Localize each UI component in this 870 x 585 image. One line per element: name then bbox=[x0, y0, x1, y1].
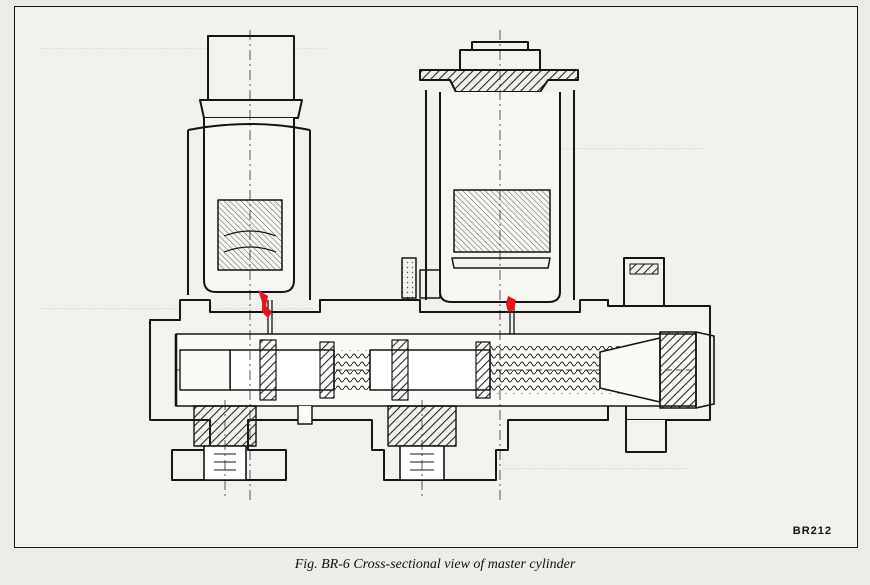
mounting-stud bbox=[297, 406, 313, 425]
piston-stop bbox=[174, 334, 231, 406]
bleed-through-text: ———————————————— bbox=[480, 460, 688, 475]
secondary-return-spring bbox=[490, 337, 661, 403]
figure-caption: Fig. BR-6 Cross-sectional view of master… bbox=[294, 557, 576, 572]
right-reservoir-filter bbox=[451, 189, 551, 269]
secondary-piston bbox=[369, 339, 491, 401]
front-outlet-check-valve bbox=[193, 405, 257, 481]
figure-code: BR212 bbox=[792, 525, 832, 537]
reservoir-cap bbox=[419, 41, 579, 101]
primary-return-spring bbox=[334, 350, 370, 390]
centre-lines bbox=[224, 30, 501, 500]
bleed-nipple bbox=[623, 257, 665, 307]
primary-piston bbox=[229, 339, 335, 401]
end-plug bbox=[659, 331, 715, 409]
fluid-level-markers bbox=[258, 290, 516, 318]
right-outlet-port bbox=[625, 420, 667, 453]
